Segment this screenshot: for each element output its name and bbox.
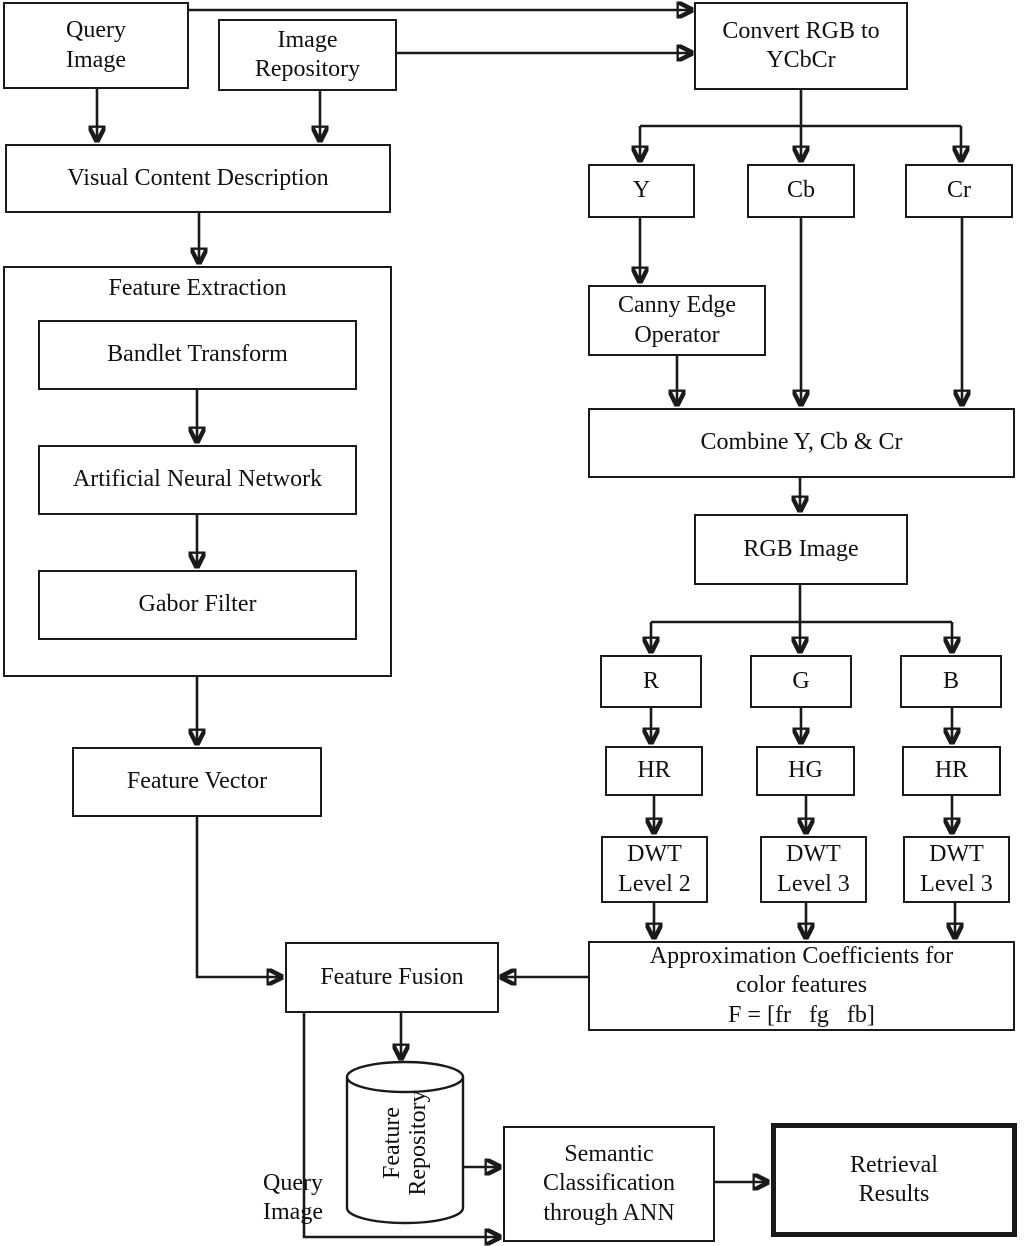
node-combine-ycbcr: Combine Y, Cb & Cr bbox=[588, 408, 1015, 478]
node-r-channel: R bbox=[600, 655, 702, 708]
feature-repository-label: Feature Repository bbox=[378, 1090, 431, 1196]
node-semantic-classification: Semantic Classification through ANN bbox=[503, 1126, 715, 1242]
query-image-annotation: Query Image bbox=[263, 1169, 323, 1225]
feature-repository-cylinder-top bbox=[345, 1060, 465, 1094]
node-approximation-coefficients: Approximation Coefficients for color fea… bbox=[588, 941, 1015, 1031]
node-dwt-level3-g: DWT Level 3 bbox=[760, 836, 867, 903]
node-feature-fusion: Feature Fusion bbox=[285, 942, 499, 1013]
edge-feature-vector-to-feature-fusion bbox=[195, 817, 281, 977]
node-bandlet-transform: Bandlet Transform bbox=[38, 320, 357, 390]
feature-extraction-title: Feature Extraction bbox=[108, 275, 287, 302]
node-canny-edge-operator: Canny Edge Operator bbox=[588, 285, 766, 356]
node-hr-red: HR bbox=[605, 746, 703, 796]
node-convert-rgb-to-ycbcr: Convert RGB to YCbCr bbox=[694, 2, 908, 90]
node-gabor-filter: Gabor Filter bbox=[38, 570, 357, 640]
node-cb-channel: Cb bbox=[747, 164, 855, 218]
node-query-image: Query Image bbox=[3, 2, 189, 89]
node-artificial-neural-network: Artificial Neural Network bbox=[38, 445, 357, 515]
edge-feature-fusion-to-semantic bbox=[302, 1013, 499, 1237]
node-g-channel: G bbox=[750, 655, 852, 708]
node-rgb-image: RGB Image bbox=[694, 514, 908, 585]
node-y-channel: Y bbox=[588, 164, 695, 218]
feature-repository-cylinder-body bbox=[345, 1077, 465, 1225]
node-dwt-level2-r: DWT Level 2 bbox=[601, 836, 708, 903]
node-dwt-level3-b: DWT Level 3 bbox=[903, 836, 1010, 903]
node-hr-blue: HR bbox=[902, 746, 1001, 796]
node-feature-extraction-container bbox=[3, 266, 392, 677]
node-retrieval-results: Retrieval Results bbox=[771, 1123, 1017, 1237]
node-feature-vector: Feature Vector bbox=[72, 747, 322, 817]
node-image-repository: Image Repository bbox=[218, 19, 397, 91]
node-b-channel: B bbox=[900, 655, 1002, 708]
node-visual-content-description: Visual Content Description bbox=[5, 144, 391, 213]
node-hg-green: HG bbox=[756, 746, 855, 796]
node-cr-channel: Cr bbox=[905, 164, 1013, 218]
